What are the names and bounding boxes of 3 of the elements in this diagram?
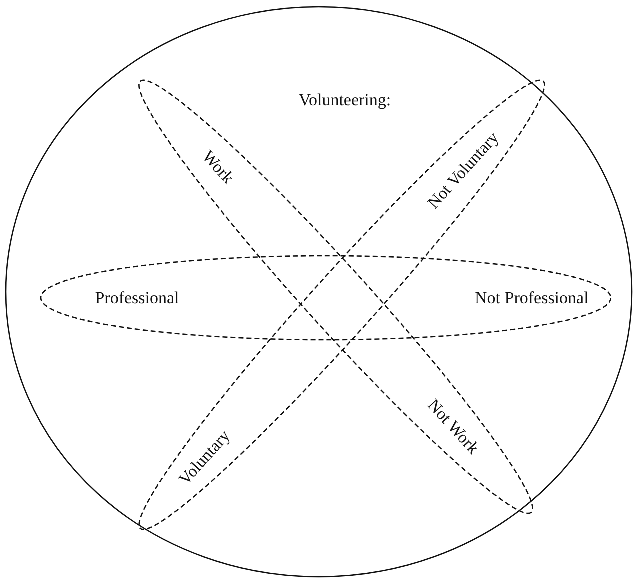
set-label: Professional bbox=[95, 290, 180, 306]
set-label: Not Professional bbox=[475, 290, 589, 306]
title-label: Volunteering: bbox=[298, 92, 392, 108]
